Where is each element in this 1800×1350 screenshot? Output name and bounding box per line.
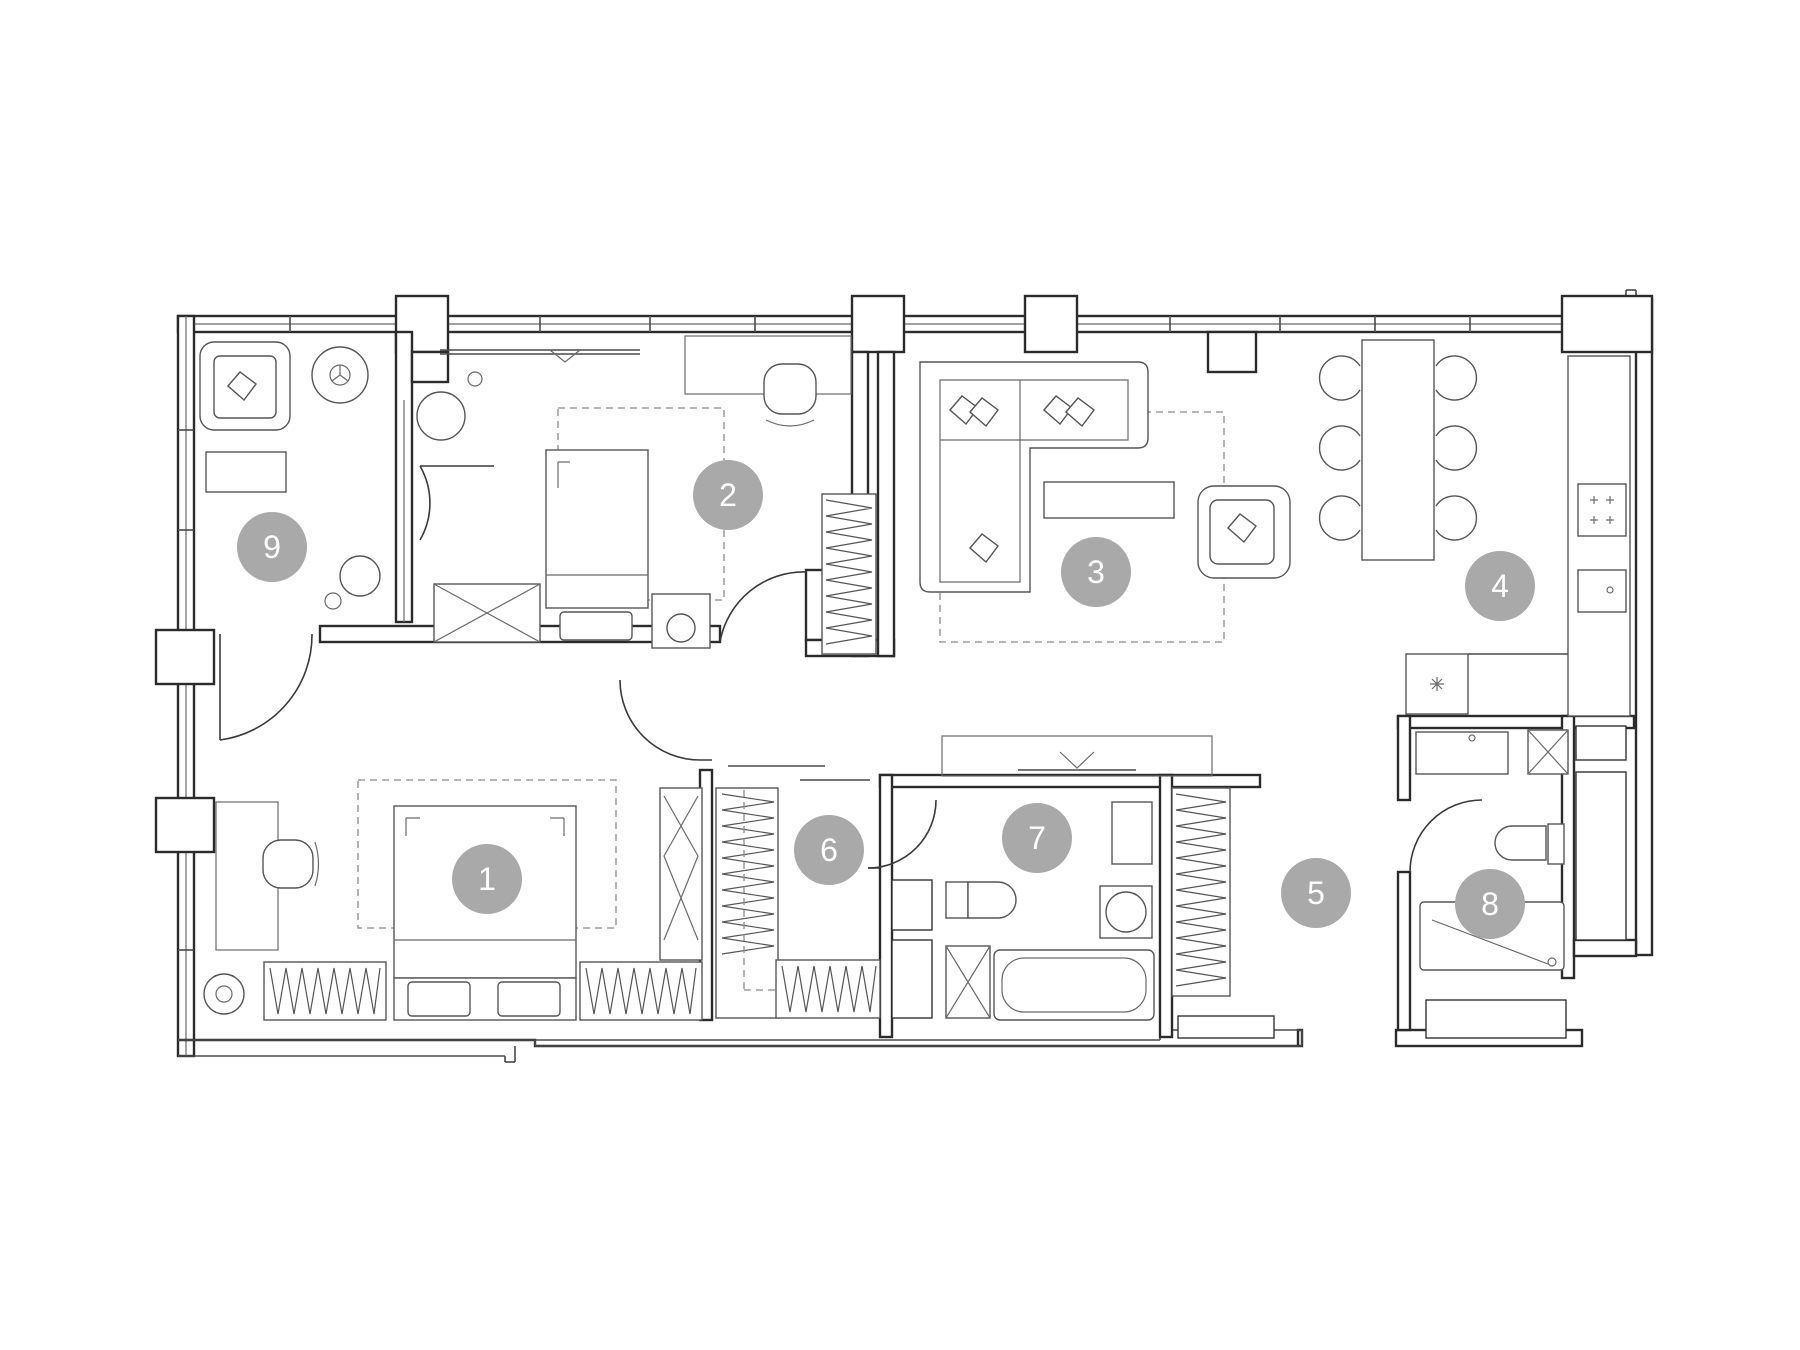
wardrobes bbox=[263, 493, 1231, 1021]
dining-chairs bbox=[1318, 355, 1478, 541]
bathtub-icon bbox=[993, 949, 1155, 1021]
room-4-furniture bbox=[1318, 339, 1627, 715]
plant-pot-icon bbox=[203, 973, 245, 1015]
svg-text:7: 7 bbox=[1028, 820, 1046, 856]
room-3-furniture bbox=[919, 361, 1291, 643]
bottom-exterior-wall bbox=[178, 1028, 1304, 1048]
desk-chair-icon bbox=[763, 363, 817, 415]
room-badge-2: 2 bbox=[693, 460, 763, 530]
coffee-table bbox=[1043, 481, 1175, 519]
svg-text:3: 3 bbox=[1087, 554, 1105, 590]
room-badge-9: 9 bbox=[237, 512, 307, 582]
plant-icon bbox=[339, 555, 381, 597]
doors bbox=[219, 465, 1483, 873]
tv-unit bbox=[941, 735, 1213, 777]
sink-icon bbox=[1577, 569, 1627, 613]
room-badges: 1 2 3 4 5 6 7 8 9 bbox=[237, 460, 1535, 939]
right-exterior-wall bbox=[1634, 298, 1654, 957]
svg-text:4: 4 bbox=[1491, 568, 1509, 604]
stove-icon bbox=[1577, 483, 1627, 537]
sofa-icon bbox=[919, 361, 1149, 593]
room-6-details bbox=[743, 790, 776, 991]
room-badge-5: 5 bbox=[1281, 858, 1351, 928]
desk-chair-icon bbox=[262, 839, 314, 889]
exterior-walls bbox=[176, 289, 1654, 1063]
side-table bbox=[205, 451, 287, 493]
toilet-icon bbox=[1494, 825, 1547, 861]
svg-text:8: 8 bbox=[1481, 886, 1499, 922]
svg-text:2: 2 bbox=[719, 477, 737, 513]
plant-icon bbox=[416, 391, 466, 441]
svg-text:1: 1 bbox=[478, 861, 496, 897]
room-badge-7: 7 bbox=[1002, 803, 1072, 873]
svg-text:5: 5 bbox=[1307, 875, 1325, 911]
room-badge-6: 6 bbox=[794, 815, 864, 885]
room-1-furniture bbox=[203, 779, 703, 1021]
top-window-mullions bbox=[289, 316, 1471, 332]
structural-columns bbox=[154, 294, 1654, 854]
toilet-icon bbox=[967, 881, 1017, 919]
window-bays bbox=[891, 725, 1627, 1039]
room-2-furniture bbox=[416, 335, 852, 649]
svg-text:6: 6 bbox=[820, 832, 838, 868]
room-badge-4: 4 bbox=[1465, 551, 1535, 621]
room-badge-1: 1 bbox=[452, 844, 522, 914]
room-badge-8: 8 bbox=[1455, 869, 1525, 939]
room-9-furniture bbox=[199, 341, 381, 610]
washbasin-icon bbox=[1111, 801, 1153, 865]
svg-text:9: 9 bbox=[263, 529, 281, 565]
dining-table bbox=[1361, 339, 1435, 561]
room-8-furniture bbox=[1415, 729, 1569, 971]
room-7-furniture bbox=[941, 735, 1213, 1021]
washbasin-icon bbox=[1415, 731, 1509, 775]
bed-icon bbox=[545, 449, 649, 609]
room-badge-3: 3 bbox=[1061, 537, 1131, 607]
